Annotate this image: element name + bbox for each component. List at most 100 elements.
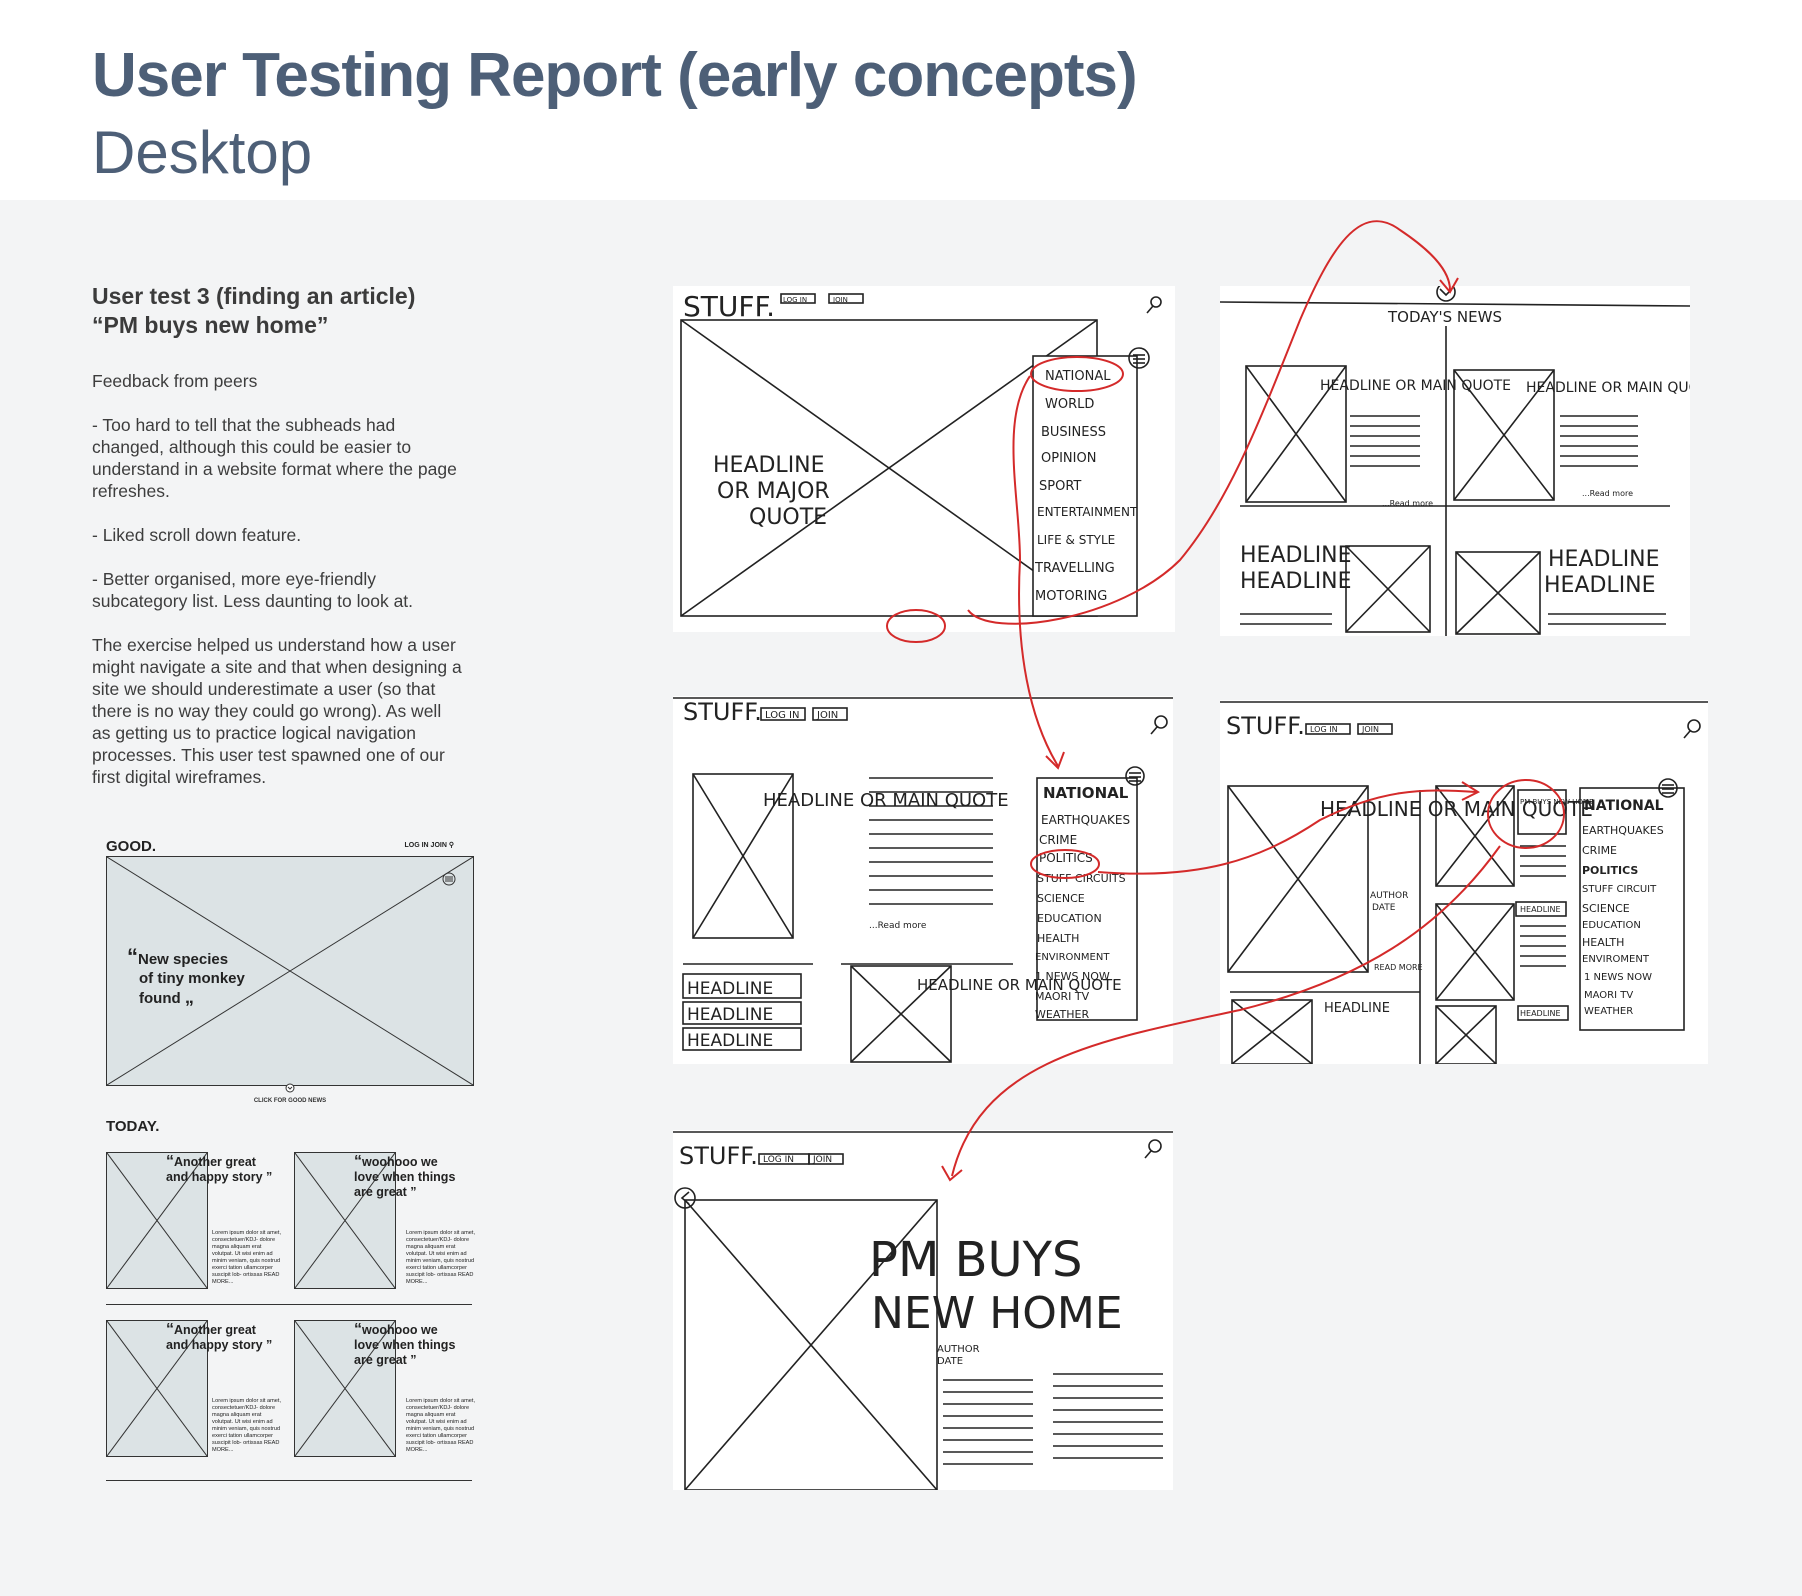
svg-text:HEADLINE: HEADLINE	[1548, 547, 1660, 572]
svg-text:LIFE & STYLE: LIFE & STYLE	[1037, 533, 1115, 547]
svg-text:JOIN: JOIN	[812, 1155, 832, 1165]
test-description: User test 3 (finding an article) “PM buy…	[92, 282, 462, 788]
svg-text:HEALTH: HEALTH	[1037, 932, 1079, 945]
svg-text:MOTORING: MOTORING	[1035, 589, 1107, 604]
svg-text:WEATHER: WEATHER	[1584, 1006, 1633, 1017]
hero-placeholder: “New species of tiny monkey found „	[106, 856, 474, 1086]
test-title: User test 3 (finding an article) “PM buy…	[92, 283, 416, 338]
svg-text:CRIME: CRIME	[1039, 833, 1077, 847]
page-title: User Testing Report (early concepts)	[92, 41, 1138, 110]
sketch-national-menu: STUFF. LOG IN JOIN HEADLINE OR MAIN QUOT…	[673, 696, 1173, 1064]
svg-text:OPINION: OPINION	[1041, 451, 1096, 466]
menu-icon	[442, 872, 456, 886]
svg-text:AUTHOR: AUTHOR	[937, 1344, 980, 1355]
card-image	[294, 1320, 396, 1457]
svg-text:STUFF CIRCUIT: STUFF CIRCUIT	[1582, 884, 1657, 895]
svg-text:STUFF CIRCUITS: STUFF CIRCUITS	[1037, 872, 1126, 885]
menu-item-national: NATIONAL	[1045, 369, 1111, 384]
svg-text:STUFF.: STUFF.	[1226, 712, 1305, 740]
card-quote: “woohooo we love when things are great ”	[354, 1153, 456, 1200]
svg-text:HEADLINE OR MAIN QUOTE: HEADLINE OR MAIN QUOTE	[917, 976, 1122, 994]
svg-text:DATE: DATE	[1372, 903, 1396, 913]
svg-text:HEADLINE: HEADLINE	[1324, 1001, 1390, 1016]
card-body: Lorem ipsum dolor sit amet, consectetuer…	[406, 1230, 476, 1285]
svg-text:POLITICS: POLITICS	[1582, 864, 1638, 877]
svg-text:SPORT: SPORT	[1039, 479, 1081, 494]
svg-text:ENVIRONMENT: ENVIRONMENT	[1035, 952, 1110, 963]
feedback-item-3: - Better organised, more eye-friendly su…	[92, 569, 414, 611]
svg-text:JOIN: JOIN	[816, 710, 838, 721]
svg-text:HEADLINE OR MAIN QUOTE: HEADLINE OR MAIN QUOTE	[763, 790, 1009, 811]
sketch-todays-news: TODAY'S NEWS HEADLINE OR MAIN QUOTE HEAD…	[1220, 286, 1690, 636]
card-divider	[106, 1480, 472, 1481]
sketch-logo: STUFF.	[683, 290, 775, 323]
svg-text:1 NEWS NOW: 1 NEWS NOW	[1584, 972, 1652, 983]
todays-news-heading: TODAY'S NEWS	[1387, 308, 1502, 326]
sketch-politics: STUFF. LOG IN JOIN HEADLINE OR MAIN QUOT…	[1220, 700, 1708, 1064]
svg-text:...Read more: ...Read more	[1382, 499, 1433, 508]
svg-text:BUSINESS: BUSINESS	[1041, 425, 1106, 440]
card-quote: “woohooo we love when things are great ”	[354, 1321, 456, 1368]
svg-text:AUTHOR: AUTHOR	[1370, 891, 1408, 901]
svg-text:JOIN: JOIN	[832, 296, 848, 304]
good-news-cta[interactable]: CLICK FOR GOOD NEWS	[253, 1098, 327, 1104]
svg-text:EARTHQUAKES: EARTHQUAKES	[1041, 813, 1130, 827]
menu-item-politics: POLITICS	[1039, 851, 1093, 865]
svg-text:...Read more: ...Read more	[869, 921, 927, 931]
svg-text:HEALTH: HEALTH	[1582, 936, 1624, 949]
svg-text:DATE: DATE	[937, 1356, 963, 1367]
svg-text:LOG IN: LOG IN	[765, 710, 799, 721]
svg-text:LOG IN: LOG IN	[1310, 725, 1338, 734]
svg-text:WEATHER: WEATHER	[1035, 1008, 1089, 1021]
sketch-drawing: STUFF. LOG IN JOIN PM BUYS NEW HOME AUTH…	[673, 1131, 1173, 1490]
card-body: Lorem ipsum dolor sit amet, consectetuer…	[212, 1398, 282, 1453]
svg-text:HEADLINE: HEADLINE	[1240, 569, 1352, 594]
svg-text:HEADLINE OR MAIN QUOTE: HEADLINE OR MAIN QUOTE	[1320, 378, 1511, 394]
digital-wireframe: GOOD. LOG IN JOIN ⚲ “New species of tiny…	[106, 838, 475, 1488]
svg-text:HEADLINE: HEADLINE	[1520, 1009, 1561, 1018]
sketch-article: STUFF. LOG IN JOIN PM BUYS NEW HOME AUTH…	[673, 1130, 1173, 1490]
svg-text:SCIENCE: SCIENCE	[1037, 892, 1085, 905]
svg-text:LOG IN: LOG IN	[763, 1155, 794, 1165]
sketch-drawing: STUFF. LOG IN JOIN HEADLINE OR MAJOR QUO…	[680, 290, 1162, 617]
svg-text:HEADLINE: HEADLINE	[1544, 573, 1656, 598]
page-header: User Testing Report (early concepts) Des…	[0, 0, 1802, 200]
card-image	[294, 1152, 396, 1289]
sketch-home-menu: STUFF. LOG IN JOIN HEADLINE OR MAJOR QUO…	[673, 286, 1175, 632]
svg-text:HEADLINE: HEADLINE	[713, 453, 825, 478]
card-quote: “Another great and happy story ”	[166, 1153, 273, 1185]
sketch-drawing: TODAY'S NEWS HEADLINE OR MAIN QUOTE HEAD…	[1220, 286, 1690, 636]
card-image	[106, 1320, 208, 1457]
svg-text:QUOTE: QUOTE	[749, 505, 827, 530]
placeholder-cross	[107, 857, 473, 1085]
sketch-drawing: STUFF. LOG IN JOIN HEADLINE OR MAIN QUOT…	[1220, 701, 1708, 1064]
svg-text:HEADLINE: HEADLINE	[687, 1005, 773, 1025]
svg-text:JOIN: JOIN	[1361, 725, 1379, 734]
svg-text:HEADLINE: HEADLINE	[1520, 905, 1561, 914]
card-divider	[106, 1304, 472, 1305]
svg-text:MAORI TV: MAORI TV	[1584, 990, 1633, 1001]
svg-text:HEADLINE: HEADLINE	[1240, 543, 1352, 568]
card-body: Lorem ipsum dolor sit amet, consectetuer…	[406, 1398, 476, 1453]
svg-text:OR MAJOR: OR MAJOR	[717, 479, 830, 504]
pm-article-link: PM BUYS NEW HOME	[1520, 798, 1593, 806]
svg-text:NEW HOME: NEW HOME	[871, 1288, 1123, 1339]
svg-text:SCIENCE: SCIENCE	[1582, 902, 1630, 915]
hero-quote: “New species of tiny monkey found „	[127, 944, 245, 1008]
card-quote: “Another great and happy story ”	[166, 1321, 273, 1353]
chevron-down-icon[interactable]	[284, 1082, 296, 1094]
svg-text:NATIONAL: NATIONAL	[1584, 798, 1664, 814]
svg-text:...Read more: ...Read more	[1582, 489, 1633, 498]
summary-paragraph: The exercise helped us understand how a …	[92, 635, 462, 787]
svg-text:WORLD: WORLD	[1045, 397, 1094, 412]
search-icon: ⚲	[448, 842, 454, 849]
feedback-label: Feedback from peers	[92, 371, 258, 391]
card-body: Lorem ipsum dolor sit amet, consectetuer…	[212, 1230, 282, 1285]
svg-text:STUFF.: STUFF.	[679, 1142, 758, 1170]
good-label: GOOD.	[106, 838, 157, 855]
svg-text:HEADLINE: HEADLINE	[687, 1031, 773, 1051]
sketch-drawing: STUFF. LOG IN JOIN HEADLINE OR MAIN QUOT…	[673, 697, 1173, 1063]
svg-text:LOG IN: LOG IN	[783, 296, 807, 304]
svg-text:NATIONAL: NATIONAL	[1043, 784, 1129, 802]
article-headline: PM BUYS	[869, 1232, 1082, 1288]
